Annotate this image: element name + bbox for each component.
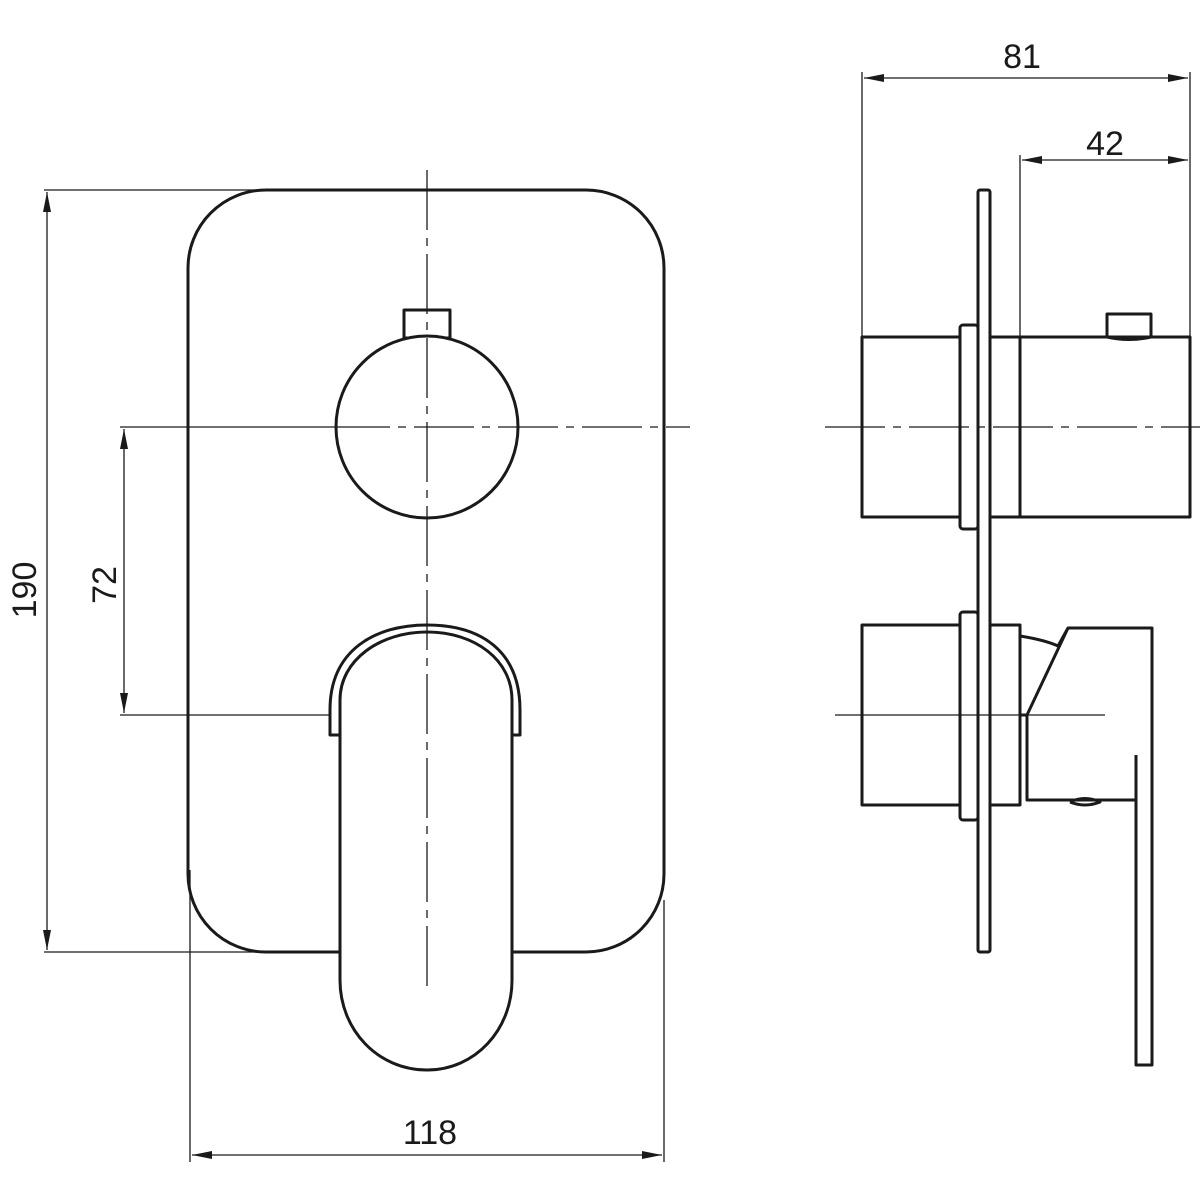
dimension-labels: 190 72 118 81 42 <box>6 38 1124 1152</box>
dim-42-label: 42 <box>1086 125 1124 163</box>
side-view <box>825 188 1200 1067</box>
dim-190-label: 190 <box>6 562 44 619</box>
lever-handle-outer <box>328 623 522 1072</box>
side-lever <box>1019 626 1154 1067</box>
dim-118-label: 118 <box>403 1114 457 1152</box>
front-view <box>186 170 690 1072</box>
side-cover-plate <box>976 188 992 954</box>
side-diverter-stud <box>1105 312 1153 341</box>
dimension-lines <box>43 72 1191 1162</box>
dim-72-label: 72 <box>86 566 124 604</box>
lower-flange <box>958 610 980 822</box>
lever-pivot <box>1069 797 1102 807</box>
dim-81-label: 81 <box>1003 38 1041 76</box>
